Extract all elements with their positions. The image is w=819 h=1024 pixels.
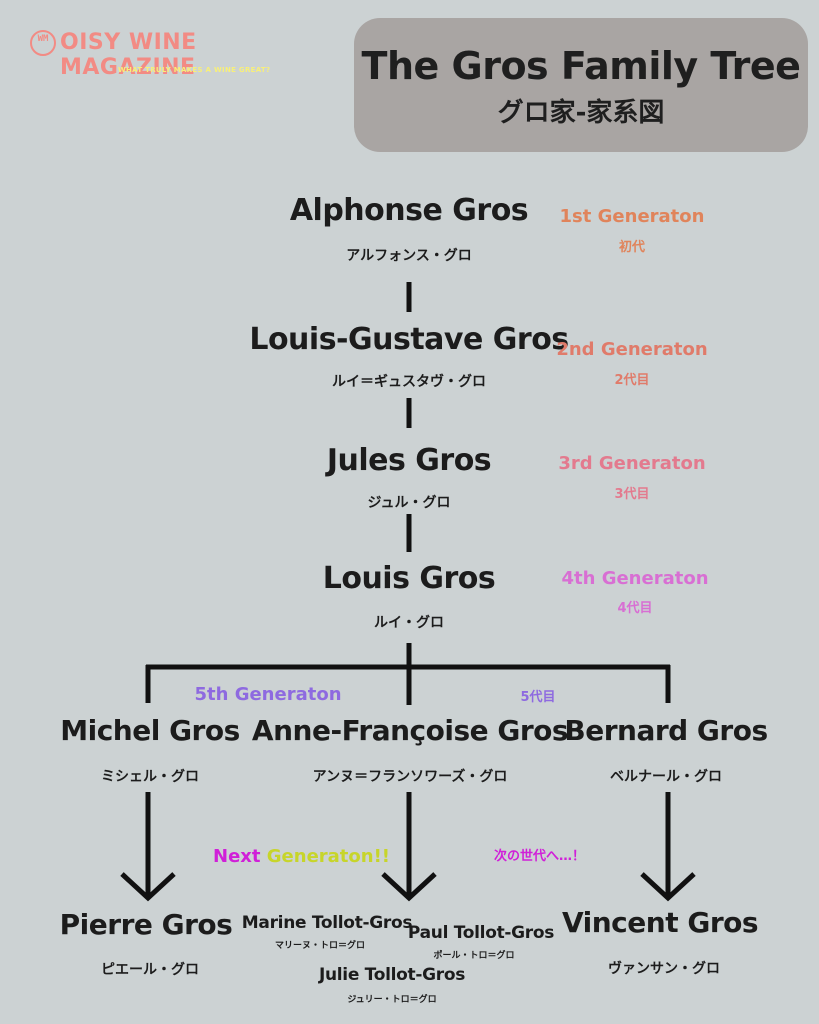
generation-4-label: 4th Generaton	[561, 568, 709, 589]
person-michel-name: Michel Gros	[60, 714, 240, 747]
person-louis-gustave-kana: ルイ＝ギュスタヴ・グロ	[332, 374, 486, 390]
next-generation-label: Next Generaton!!	[213, 846, 390, 867]
person-jules-name: Jules Gros	[326, 443, 492, 478]
generation-2-label: 2nd Generaton	[556, 339, 708, 360]
generation-1-label: 1st Generaton	[559, 206, 705, 227]
person-anne-francoise-name: Anne-Françoise Gros	[251, 714, 569, 747]
logo-name: OISY WINE MAGAZINE	[60, 30, 197, 80]
arrow-anne-head-icon	[381, 872, 437, 902]
person-bernard-name: Bernard Gros	[564, 714, 768, 747]
person-julie-kana: ジュリー・トロ＝グロ	[347, 995, 437, 1005]
logo-mark-icon: WM	[30, 30, 56, 56]
person-alphonse-kana: アルフォンス・グロ	[346, 248, 472, 264]
person-louis-gustave-name: Louis-Gustave Gros	[249, 322, 569, 357]
person-anne-francoise-kana: アンヌ＝フランソワーズ・グロ	[312, 769, 508, 785]
generation-3-sub: 3代目	[614, 487, 650, 502]
generation-5-label: 5th Generaton	[194, 684, 342, 705]
magazine-logo: WM OISY WINE MAGAZINE WHAT TRULY MAKES A…	[28, 28, 328, 88]
person-louis-kana: ルイ・グロ	[374, 615, 444, 631]
next-generation-sub: 次の世代へ…！	[494, 849, 586, 864]
person-bernard-kana: ベルナール・グロ	[610, 769, 722, 785]
person-jules-kana: ジュル・グロ	[367, 495, 451, 511]
person-alphonse-name: Alphonse Gros	[289, 193, 529, 228]
person-pierre-name: Pierre Gros	[59, 908, 233, 941]
person-paul-name: Paul Tollot-Gros	[407, 923, 555, 943]
person-vincent-kana: ヴァンサン・グロ	[608, 961, 720, 977]
next-generation-label-a: Next	[213, 846, 261, 867]
person-marine-kana: マリーヌ・トロ＝グロ	[274, 941, 366, 951]
generation-3-label: 3rd Generaton	[558, 453, 706, 474]
person-michel-kana: ミシェル・グロ	[101, 769, 199, 785]
generation-4-sub: 4代目	[617, 601, 653, 616]
logo-tagline: WHAT TRULY MAKES A WINE GREAT?	[118, 66, 271, 74]
person-marine-name: Marine Tollot-Gros	[241, 913, 413, 933]
next-generation-label-b: Generaton!!	[266, 846, 391, 867]
title-box: The Gros Family Tree グロ家-家系図	[354, 18, 808, 152]
person-paul-kana: ポール・トロ＝グロ	[433, 951, 515, 961]
arrow-michel-head-icon	[120, 872, 176, 902]
generation-5-sub: 5代目	[520, 690, 556, 705]
page-title: The Gros Family Tree	[361, 44, 801, 88]
person-louis-name: Louis Gros	[322, 561, 496, 596]
generation-2-sub: 2代目	[614, 373, 650, 388]
person-vincent-name: Vincent Gros	[561, 906, 759, 939]
arrow-bernard-head-icon	[640, 872, 696, 902]
generation-1-sub: 初代	[618, 240, 646, 255]
person-julie-name: Julie Tollot-Gros	[318, 965, 466, 985]
person-pierre-kana: ピエール・グロ	[101, 962, 199, 978]
page-subtitle: グロ家-家系図	[497, 98, 665, 128]
